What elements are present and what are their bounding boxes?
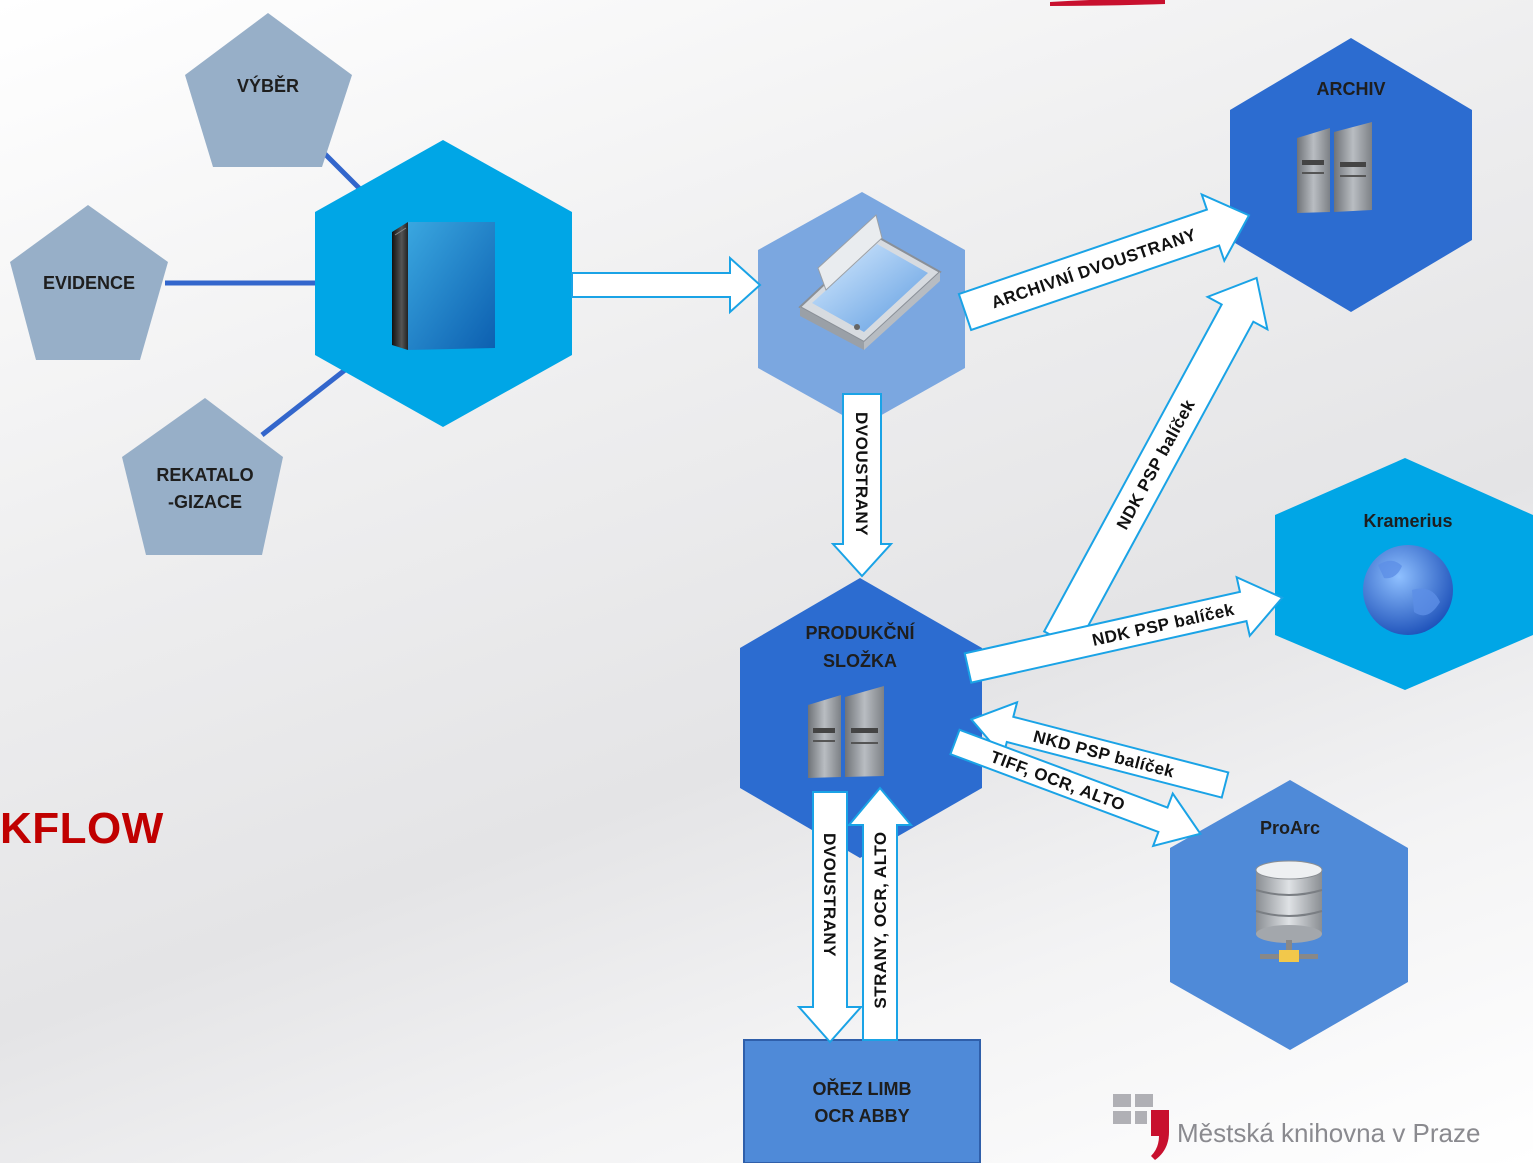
- label-arrow-dvoustrany-bottom: DVOUSTRANY: [820, 833, 839, 957]
- arrow-produkcni-to-proarc: [949, 728, 1203, 848]
- label-arrow-ndk-psp-archiv: NDK PSP balíček: [1113, 396, 1199, 533]
- label-produkcni-2: SLOŽKA: [823, 650, 897, 671]
- pentagon-vyber: [185, 13, 352, 167]
- label-archiv: ARCHIV: [1316, 79, 1385, 99]
- page-title-fragment: KFLOW: [0, 804, 164, 853]
- label-kramerius: Kramerius: [1363, 511, 1452, 531]
- pentagon-evidence: [10, 205, 168, 360]
- arrow-produkcni-to-archiv: [1042, 276, 1269, 650]
- arrow-proarc-to-produkcni: [969, 700, 1230, 799]
- book-icon: [392, 222, 495, 350]
- label-evidence: EVIDENCE: [43, 273, 135, 293]
- logo-text: Městská knihovna v Praze: [1177, 1118, 1481, 1148]
- box-orez-ocr: [743, 1039, 981, 1163]
- label-rekatalogizace-1: REKATALO: [156, 465, 253, 485]
- label-proarc: ProArc: [1260, 818, 1320, 838]
- connector-rekatalogizace: [260, 368, 347, 437]
- arrow-orez-to-produkcni: [846, 786, 914, 1041]
- logo-square: [1113, 1111, 1131, 1124]
- pentagon-rekatalogizace: [122, 398, 283, 555]
- database-icon: [1255, 860, 1323, 962]
- label-orez-1: OŘEZ LIMB: [813, 1078, 912, 1099]
- decorative-swoosh: [1050, 0, 1165, 6]
- logo-square: [1135, 1111, 1147, 1124]
- label-vyber: VÝBĚR: [237, 75, 299, 96]
- label-rekatalogizace-2: -GIZACE: [168, 492, 242, 512]
- label-produkcni-1: PRODUKČNÍ: [805, 622, 915, 643]
- label-orez-2: OCR ABBY: [814, 1106, 909, 1126]
- server-icon: [1297, 122, 1372, 213]
- scanner-icon: [798, 214, 942, 350]
- arrow-produkcni-to-orez: [796, 791, 864, 1044]
- arrow-produkcni-to-kramerius: [963, 575, 1284, 684]
- logo-square: [1113, 1094, 1131, 1107]
- logo-comma-icon: [1151, 1110, 1169, 1160]
- label-arrow-strany-ocr-alto: STRANY, OCR, ALTO: [871, 831, 890, 1008]
- arrow-scanner-to-archiv: [957, 192, 1251, 332]
- library-logo: Městská knihovna v Praze: [1113, 1090, 1533, 1163]
- server-icon: [808, 686, 884, 778]
- arrow-scanner-to-produkcni: [830, 393, 894, 578]
- logo-square: [1135, 1094, 1153, 1107]
- globe-icon: [1363, 545, 1453, 635]
- label-arrow-dvoustrany-top: DVOUSTRANY: [852, 412, 871, 536]
- arrow-book-to-scanner: [571, 255, 762, 315]
- label-arrow-archivni-dvoustrany: ARCHIVNÍ DVOUSTRANY: [989, 225, 1199, 312]
